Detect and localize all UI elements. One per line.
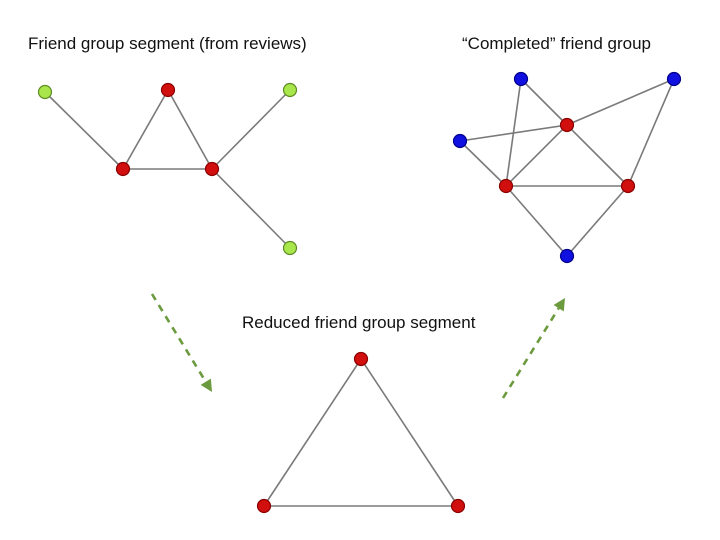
arrow-to-completed bbox=[501, 298, 565, 399]
edge-c_right-l3 bbox=[211, 168, 291, 249]
edge-r_left-b4 bbox=[505, 185, 568, 257]
leaf-node-l1 bbox=[37, 84, 53, 100]
reduced-graph bbox=[256, 351, 466, 514]
arrow-to-reduced bbox=[150, 293, 212, 392]
edge-b1-r_top bbox=[520, 78, 568, 126]
edge-c_top-c_left bbox=[122, 89, 169, 170]
completed-graph bbox=[452, 71, 682, 264]
arrow-head bbox=[553, 298, 565, 312]
completed-title: “Completed” friend group bbox=[462, 34, 651, 53]
edge-l1-c_left bbox=[44, 91, 124, 170]
added-node-b1 bbox=[513, 71, 529, 87]
edge-l2-c_right bbox=[211, 89, 291, 170]
edge-b3-r_top bbox=[459, 124, 568, 142]
reduced-title: Reduced friend group segment bbox=[242, 313, 476, 332]
edge-r_top-r_left bbox=[505, 124, 568, 187]
arrow-head bbox=[200, 378, 212, 392]
core-node-c_top bbox=[160, 82, 176, 98]
core-node-r_left bbox=[498, 178, 514, 194]
edge-b3-r_left bbox=[459, 140, 507, 187]
core-node-r_top bbox=[559, 117, 575, 133]
edge-r_top-r_right bbox=[566, 124, 629, 187]
edge-c_top-c_right bbox=[167, 89, 213, 170]
added-node-b3 bbox=[452, 133, 468, 149]
core-node-t_top bbox=[353, 351, 369, 367]
added-node-b2 bbox=[666, 71, 682, 87]
segment-graph bbox=[37, 82, 298, 256]
added-node-b4 bbox=[559, 248, 575, 264]
arrow-shaft bbox=[501, 307, 560, 399]
edge-r_right-b4 bbox=[566, 185, 629, 257]
segment-title: Friend group segment (from reviews) bbox=[28, 34, 307, 53]
edge-b2-r_right bbox=[627, 78, 675, 187]
core-node-c_left bbox=[115, 161, 131, 177]
core-node-t_right bbox=[450, 498, 466, 514]
edge-b2-r_top bbox=[566, 78, 675, 126]
core-node-c_right bbox=[204, 161, 220, 177]
leaf-node-l3 bbox=[282, 240, 298, 256]
edge-t_top-t_left bbox=[263, 358, 362, 507]
core-node-r_right bbox=[620, 178, 636, 194]
core-node-t_left bbox=[256, 498, 272, 514]
arrow-shaft bbox=[150, 293, 207, 383]
edge-t_top-t_right bbox=[360, 358, 459, 507]
leaf-node-l2 bbox=[282, 82, 298, 98]
